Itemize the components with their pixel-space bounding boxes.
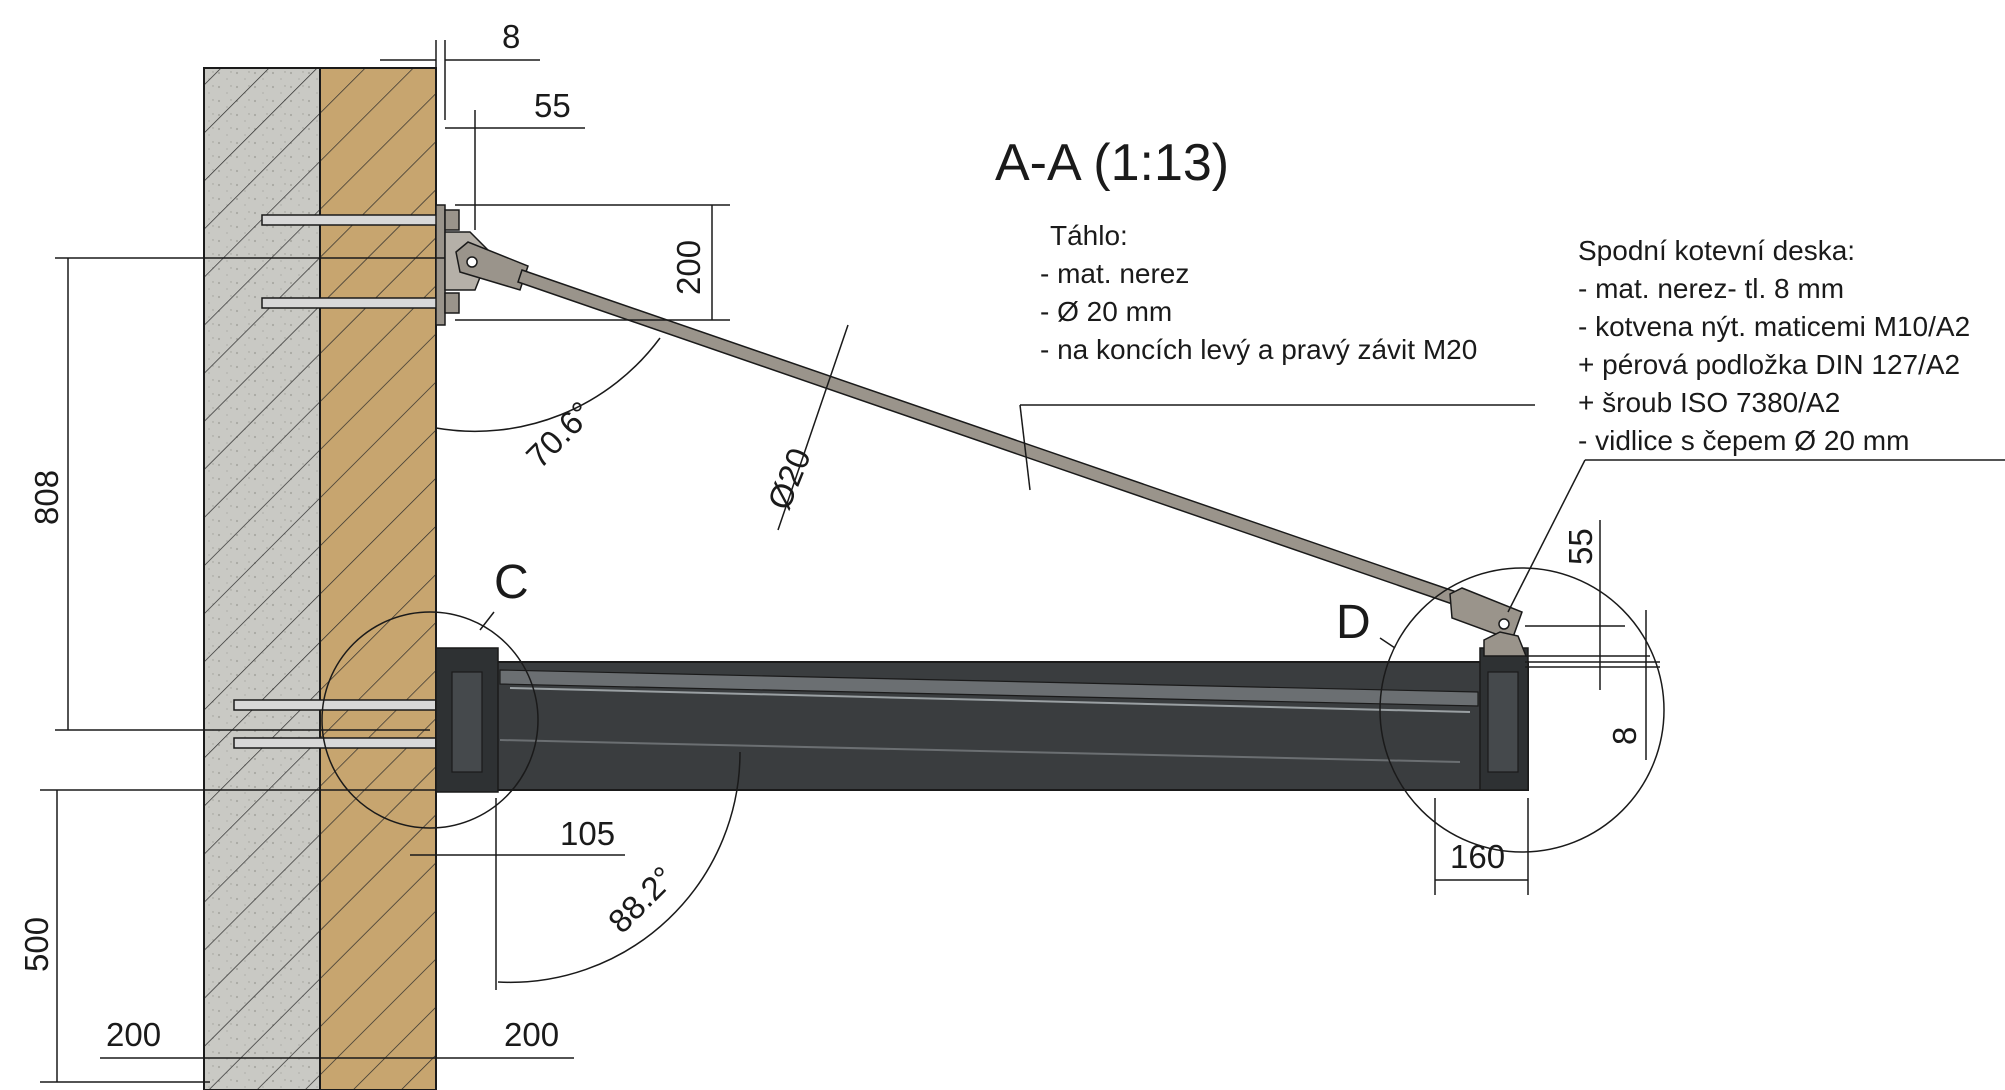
drawing-title: A-A (1:13) — [995, 134, 1229, 192]
dim-angle-canopy: 88.2° — [601, 859, 682, 940]
dim-anchor-height: 808 — [28, 470, 65, 525]
detail-leader-c — [479, 611, 495, 631]
dim-bracket-height: 200 — [670, 240, 707, 295]
detail-circle-d — [1379, 567, 1665, 853]
detail-circle-c — [321, 611, 539, 829]
rod-note-heading: Táhlo: — [1050, 220, 1128, 251]
pin — [1498, 618, 1510, 630]
dim-end-width: 160 — [1450, 838, 1505, 875]
bolt — [233, 737, 453, 749]
plate-note-line: - kotvena nýt. maticemi M10/A2 — [1578, 311, 1970, 342]
rod-note: Táhlo: - mat. nerez - Ø 20 mm - na koncí… — [1040, 220, 1477, 365]
nut — [444, 209, 460, 231]
dim-frame-offset: 105 — [560, 815, 615, 852]
end-profile-inner — [1487, 671, 1519, 773]
detail-leader-d — [1379, 637, 1396, 649]
masonry-hatch — [204, 68, 320, 1090]
bolt — [233, 699, 453, 711]
dim-end-height: 55 — [1562, 528, 1599, 565]
rod-note-line: - Ø 20 mm — [1040, 296, 1172, 327]
dim-rod-diameter: Ø20 — [760, 443, 818, 515]
detail-marks — [321, 567, 1665, 853]
dim-plate-top: 8 — [502, 18, 520, 55]
plate-note-line: + šroub ISO 7380/A2 — [1578, 387, 1840, 418]
insulation-outline — [319, 67, 437, 1090]
bolt — [261, 297, 453, 309]
end-bracket — [1483, 631, 1528, 657]
detail-label-c: C — [494, 556, 529, 609]
gutter-slope — [499, 739, 1461, 763]
rod-fork-bottom — [1449, 587, 1523, 641]
dim-bracket-offset: 55 — [534, 87, 571, 124]
rod-note-line: - na koncích levý a pravý závit M20 — [1040, 334, 1477, 365]
plate-note-heading: Spodní kotevní deska: — [1578, 235, 1855, 266]
dim-masonry-width: 200 — [106, 1016, 161, 1053]
glazing-edge — [509, 687, 1471, 713]
masonry-wall — [203, 67, 321, 1090]
nut — [444, 292, 460, 314]
dim-insulation-width: 200 — [504, 1016, 559, 1053]
wall-profile-inner — [451, 671, 483, 773]
detail-label-d: D — [1336, 596, 1371, 649]
dim-angle-rod: 70.6° — [519, 394, 600, 475]
canopy-profile — [435, 631, 1529, 793]
tie-rod — [517, 269, 1523, 641]
bolt — [261, 214, 453, 226]
plate-note: Spodní kotevní deska: - mat. nerez- tl. … — [1578, 235, 1970, 456]
canopy-glazing — [499, 669, 1479, 707]
insulation-hatch — [320, 68, 436, 1090]
top-bracket — [435, 204, 529, 326]
plate-note-line: - mat. nerez- tl. 8 mm — [1578, 273, 1844, 304]
dimension-lines — [40, 40, 2005, 1090]
plate-note-line: - vidlice s čepem Ø 20 mm — [1578, 425, 1909, 456]
rod-note-line: - mat. nerez — [1040, 258, 1189, 289]
dim-end-plate: 8 — [1606, 727, 1643, 745]
insulation-layer — [319, 67, 437, 1090]
anchor-plate — [435, 204, 446, 326]
pin — [466, 256, 478, 268]
dim-below-height: 500 — [18, 917, 55, 972]
plate-note-line: + pérová podložka DIN 127/A2 — [1578, 349, 1960, 380]
